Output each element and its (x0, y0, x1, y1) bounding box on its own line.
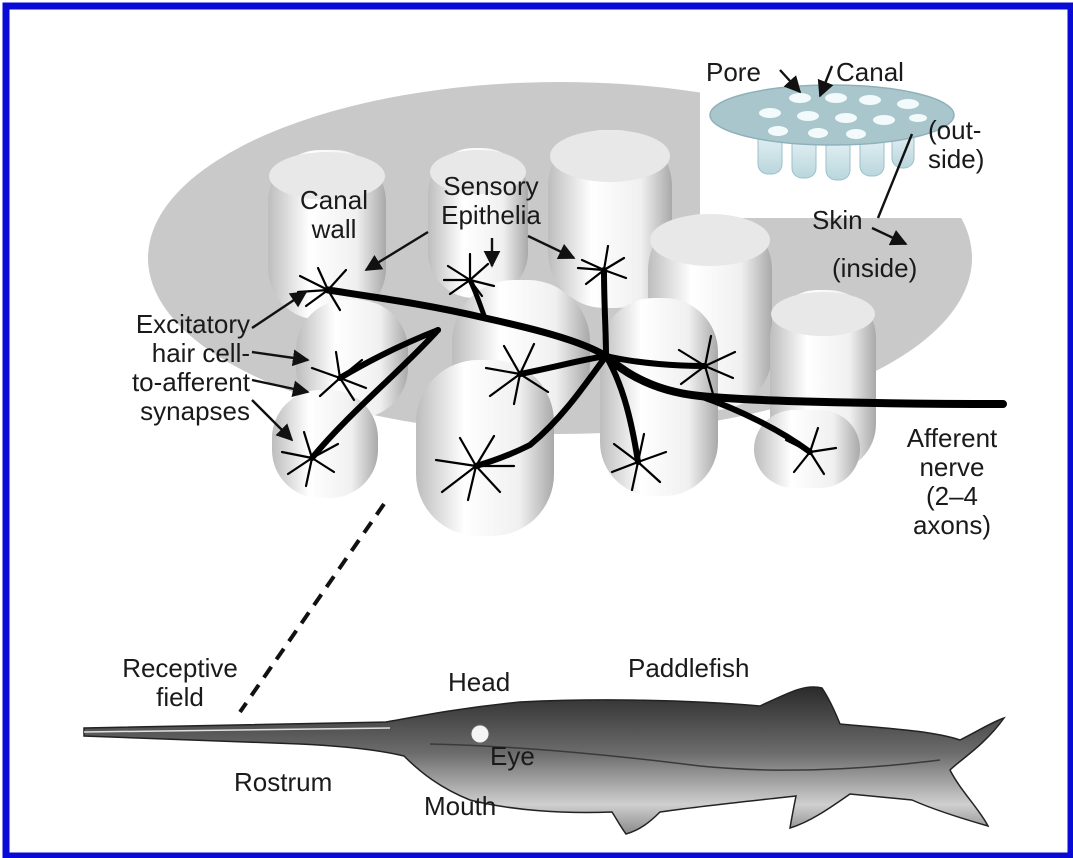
canal-label: Canal (836, 58, 904, 87)
receptive-field-label: Receptive field (102, 654, 258, 712)
head-label: Head (448, 668, 510, 697)
eye-label: Eye (490, 742, 535, 771)
excitatory-synapses-label: Excitatory hair cell- to-afferent synaps… (60, 310, 250, 426)
paddlefish-label: Paddlefish (628, 654, 749, 683)
afferent-nerve-label: Afferent nerve (2–4 axons) (888, 424, 1016, 540)
inside-label: (inside) (832, 254, 917, 283)
skin-label: Skin (812, 206, 863, 235)
outside-label: (out- side) (928, 116, 984, 174)
sensory-epithelia-label: Sensory Epithelia (426, 172, 556, 230)
eye-mark (471, 725, 489, 743)
mouth-label: Mouth (424, 792, 496, 821)
canal-wall-label: Canal wall (284, 186, 384, 244)
receptive-field-dashed-line (240, 504, 384, 712)
rostrum-label: Rostrum (234, 768, 332, 797)
pore-label: Pore (706, 58, 761, 87)
